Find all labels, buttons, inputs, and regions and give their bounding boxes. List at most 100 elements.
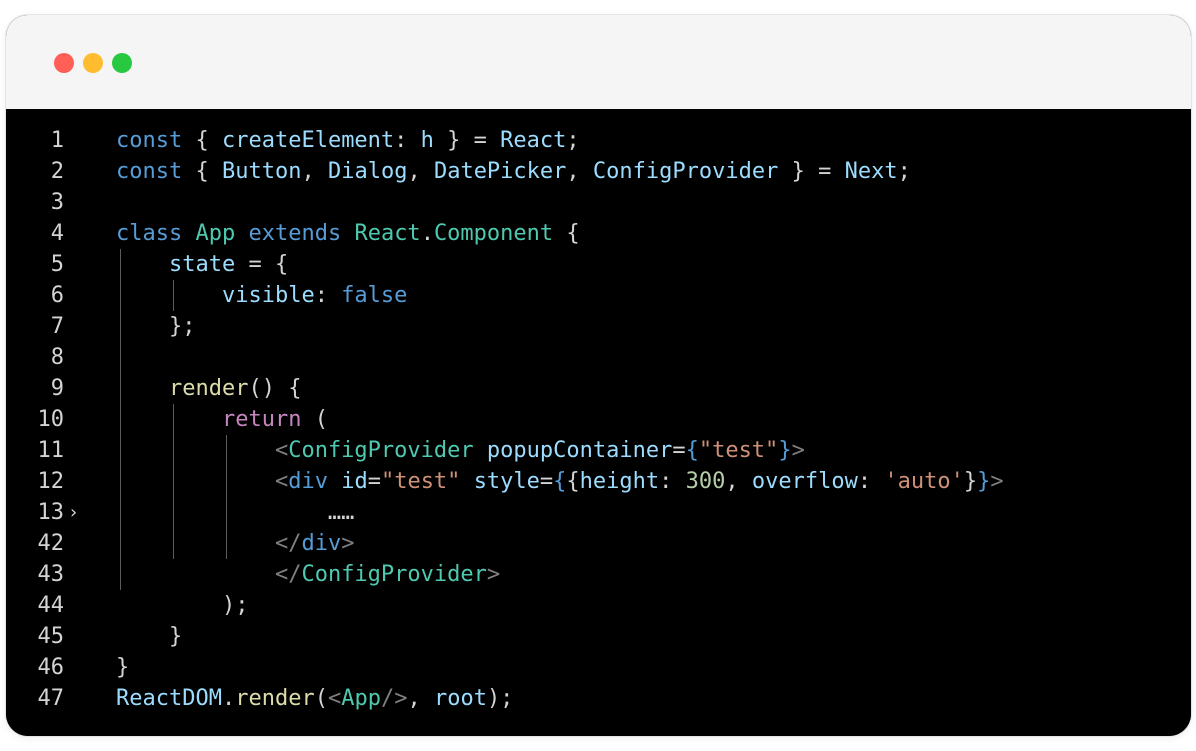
code-token: = [367, 469, 381, 494]
code-token [116, 376, 169, 401]
code-token: ( [314, 686, 328, 711]
code-token: const [116, 159, 183, 184]
code-text: ReactDOM.render(<App/>, root); [116, 683, 513, 714]
code-token: App [341, 686, 381, 711]
code-token: popupContainer [486, 438, 673, 463]
code-token: Component [433, 221, 554, 246]
code-text: return ( [116, 404, 328, 435]
code-token: render [235, 686, 315, 711]
code-token: } [963, 469, 978, 494]
indent-guide [225, 435, 227, 559]
code-token: false [341, 283, 408, 308]
code-token [235, 221, 248, 246]
line-number: 12 [37, 469, 65, 494]
code-token [182, 221, 195, 246]
code-token: } [977, 469, 991, 494]
code-token [116, 531, 275, 556]
code-token: return [221, 407, 302, 432]
code-token: } [116, 655, 130, 680]
code-line[interactable]: 9 render() { [6, 373, 1191, 404]
code-token: > [791, 438, 805, 463]
code-line[interactable]: 8 [6, 342, 1191, 373]
code-line[interactable]: 42 </div> [6, 528, 1191, 559]
code-token: 300 [685, 469, 726, 494]
code-token: ConfigProvider [301, 562, 487, 587]
code-token: : [857, 469, 885, 494]
code-token: React [500, 128, 567, 153]
code-line[interactable]: 45 } [6, 621, 1191, 652]
code-token: { [553, 221, 580, 246]
minimize-button[interactable] [83, 53, 103, 73]
line-number: 46 [37, 655, 65, 680]
code-token: > [486, 562, 501, 587]
code-line[interactable]: 11 <ConfigProvider popupContainer={"test… [6, 435, 1191, 466]
code-token: { [566, 469, 580, 494]
code-line[interactable]: 47 ReactDOM.render(<App/>, root); [6, 683, 1191, 714]
code-token: } = [778, 159, 845, 184]
code-line[interactable]: 10 return ( [6, 404, 1191, 435]
line-number: 42 [37, 531, 65, 556]
code-token: { [685, 438, 699, 463]
line-number: 2 [50, 159, 64, 184]
code-token: } [778, 438, 792, 463]
code-token: "test" [698, 438, 779, 463]
fold-chevron-icon[interactable]: › [68, 502, 79, 523]
code-token: : [659, 469, 686, 494]
code-token: , [407, 686, 434, 711]
code-line[interactable]: 2 const { Button, Dialog, DatePicker, Con… [6, 156, 1191, 187]
code-text: } [116, 621, 182, 652]
indent-guide [172, 404, 174, 559]
code-token: > [341, 531, 355, 556]
close-button[interactable] [54, 53, 74, 73]
code-token: h [420, 128, 434, 153]
code-text: <ConfigProvider popupContainer={"test"}> [116, 435, 805, 466]
code-token: Dialog [327, 159, 408, 184]
code-token: ; [566, 128, 580, 153]
zoom-button[interactable] [112, 53, 132, 73]
line-number: 47 [37, 686, 65, 711]
code-text: const { Button, Dialog, DatePicker, Conf… [116, 156, 911, 187]
code-token: ReactDOM [116, 686, 222, 711]
code-token [116, 438, 275, 463]
code-token: DatePicker [433, 159, 567, 184]
code-token: …… [116, 500, 355, 525]
code-line[interactable]: 46} [6, 652, 1191, 683]
code-token: extends [248, 221, 342, 246]
code-line[interactable]: 5 state = { [6, 249, 1191, 280]
line-number: 4 [50, 221, 64, 246]
code-text: } [116, 652, 129, 683]
code-token: } [116, 624, 183, 649]
code-text: <div id="test" style={{height: 300, over… [116, 466, 1004, 497]
line-number: 11 [37, 438, 65, 463]
code-token [474, 438, 487, 463]
code-token: : [394, 128, 421, 153]
window-titlebar [6, 15, 1191, 109]
code-token: Button [221, 159, 302, 184]
code-token [116, 469, 275, 494]
code-line[interactable]: 6 visible: false [6, 280, 1191, 311]
line-number: 7 [50, 314, 64, 339]
code-token: ConfigProvider [592, 159, 779, 184]
code-token: </ [274, 531, 302, 556]
code-token: { [182, 159, 222, 184]
code-line[interactable]: 3 [6, 187, 1191, 218]
code-line[interactable]: 13› …… [6, 497, 1191, 528]
code-token [116, 283, 222, 308]
code-line[interactable]: 44 ); [6, 590, 1191, 621]
code-line[interactable]: 43 </ConfigProvider> [6, 559, 1191, 590]
code-token: { [553, 469, 567, 494]
code-line[interactable]: 7 }; [6, 311, 1191, 342]
line-number: 9 [50, 376, 64, 401]
code-token [116, 407, 222, 432]
code-token [328, 469, 341, 494]
code-token: = { [235, 252, 289, 277]
code-line[interactable]: 12 <div id="test" style={{height: 300, o… [6, 466, 1191, 497]
line-number: 6 [50, 283, 64, 308]
code-token: visible [221, 283, 315, 308]
code-token: ); [486, 686, 514, 711]
code-token: height [579, 469, 660, 494]
